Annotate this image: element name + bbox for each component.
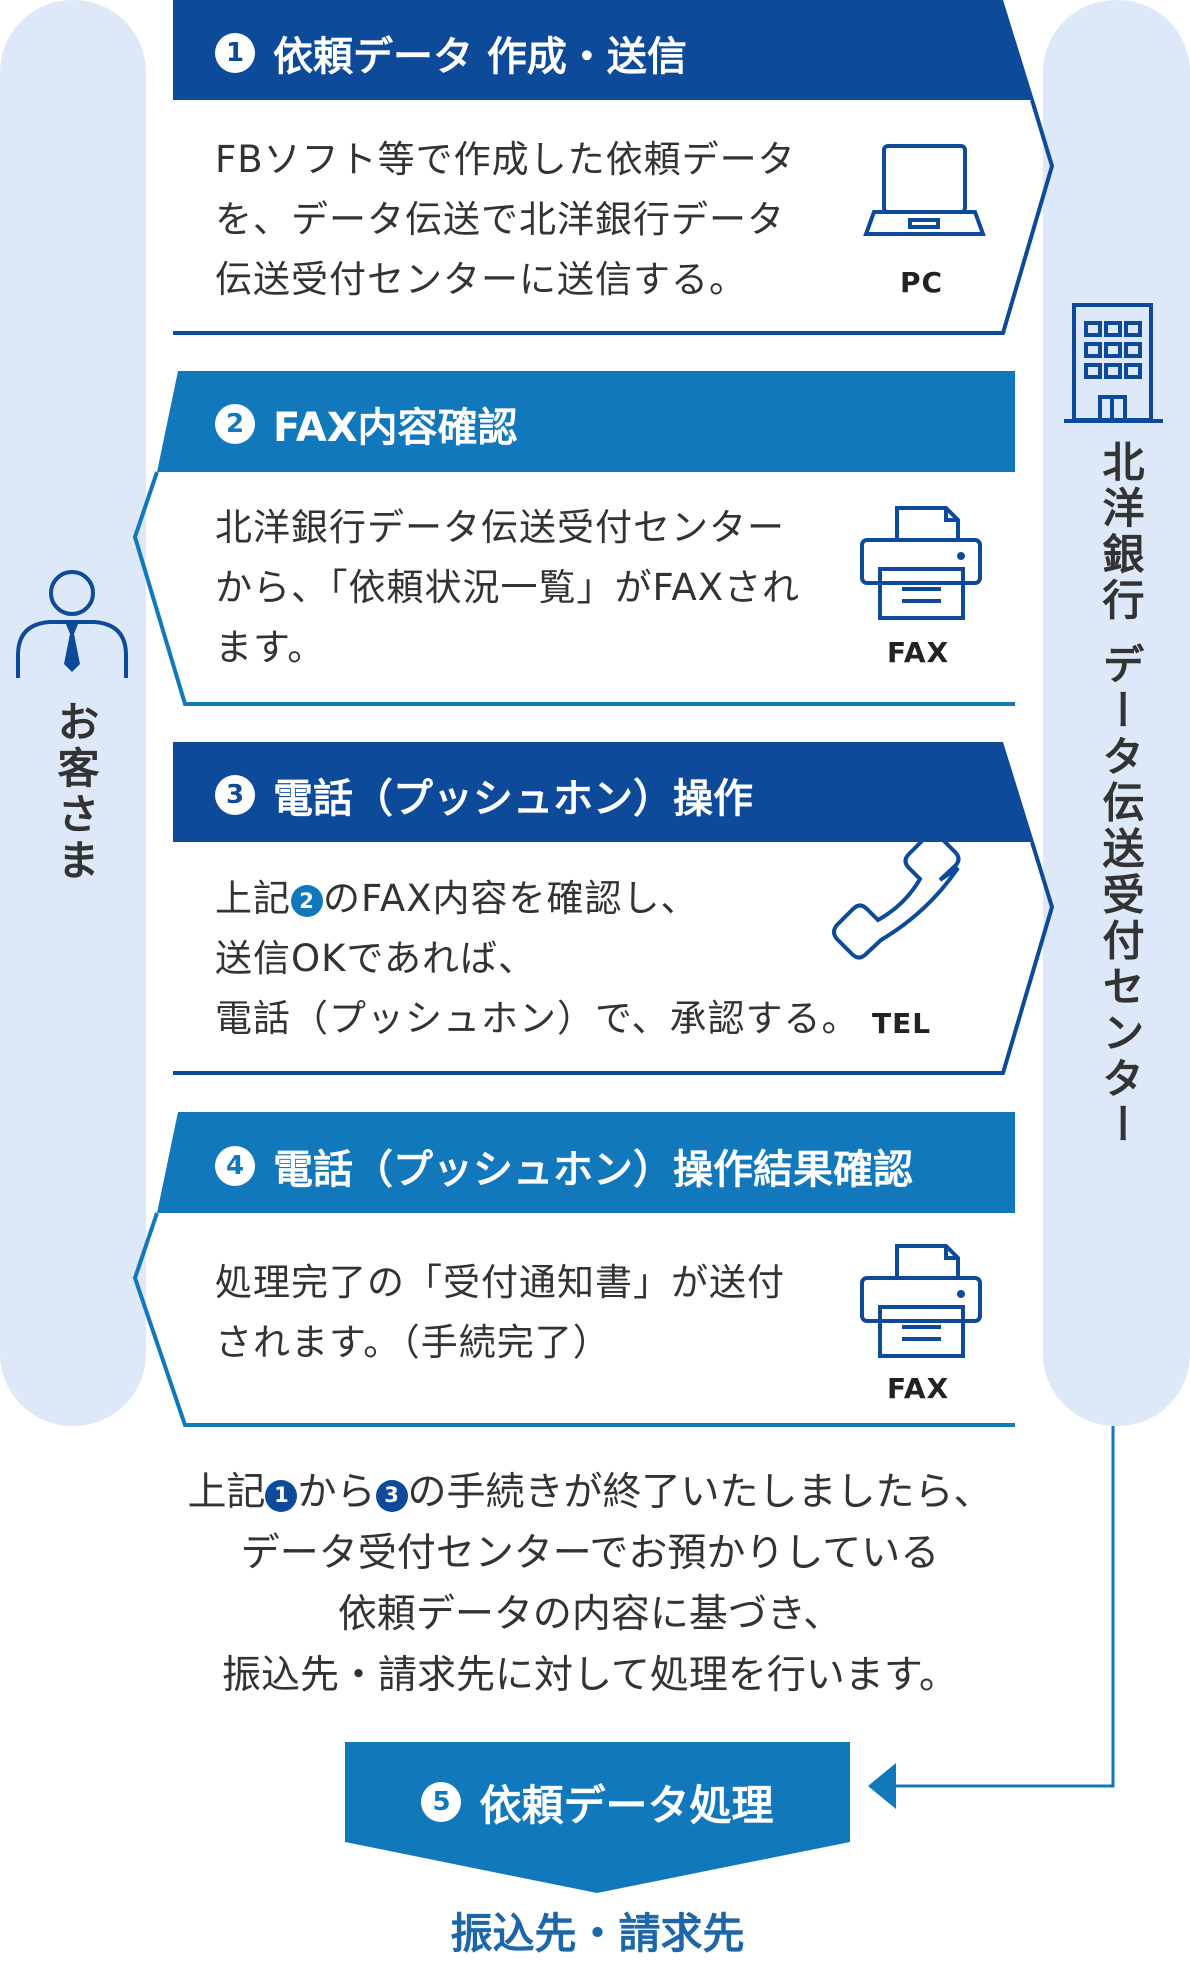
step2-outline bbox=[132, 471, 1015, 706]
customer-panel bbox=[0, 0, 146, 1426]
step4-banner bbox=[157, 1112, 1015, 1213]
step4-title-text: 電話（プッシュホン）操作結果確認 bbox=[273, 1147, 913, 1193]
laptop-icon bbox=[863, 144, 986, 236]
step2-title-text: FAX内容確認 bbox=[273, 405, 518, 451]
step2-body: 北洋銀行データ伝送受付センター から、「依頼状況一覧」がFAXされ ます。 bbox=[215, 498, 800, 678]
summary-line: 振込先・請求先に対して処理を行います。 bbox=[222, 1653, 958, 1698]
step1-number: 1 bbox=[215, 33, 255, 73]
step3-line: 電話（プッシュホン）で、承認する。 bbox=[215, 997, 860, 1040]
step5-banner bbox=[345, 1742, 850, 1893]
step5-title: 5 依頼データ処理 bbox=[345, 1768, 850, 1836]
building-icon bbox=[1064, 303, 1163, 423]
step2-banner bbox=[157, 371, 1015, 472]
step4-number: 4 bbox=[215, 1146, 255, 1186]
step1-line: FBソフト等で作成した依頼データ bbox=[215, 138, 796, 181]
step5-number: 5 bbox=[421, 1782, 462, 1822]
fax-label: FAX bbox=[887, 1372, 950, 1405]
step2-line: から、「依頼状況一覧」がFAXされ bbox=[215, 566, 801, 609]
step2-line: 北洋銀行データ伝送受付センター bbox=[215, 506, 785, 549]
step4-outline bbox=[132, 1212, 1015, 1427]
step1-line: 伝送受付センターに送信する。 bbox=[215, 258, 747, 301]
step1-title: 1 依頼データ 作成・送信 bbox=[215, 30, 687, 80]
summary-line: データ受付センターでお預かりしている bbox=[240, 1531, 940, 1576]
step3-outline bbox=[173, 841, 1055, 1075]
step3-number: 3 bbox=[215, 775, 255, 815]
step5-title-text: 依頼データ処理 bbox=[479, 1780, 774, 1830]
tel-label: TEL bbox=[872, 1007, 932, 1040]
ref-number: 1 bbox=[265, 1479, 298, 1512]
step3-title-text: 電話（プッシュホン）操作 bbox=[273, 776, 753, 822]
fax-icon bbox=[860, 506, 982, 620]
ref-number: 2 bbox=[291, 885, 323, 917]
customer-label: お客さま bbox=[51, 700, 100, 884]
step1-line: を、データ伝送で北洋銀行データ bbox=[215, 198, 785, 241]
center-panel bbox=[1043, 0, 1190, 1426]
step3-line: 送信OKであれば、 bbox=[215, 937, 537, 980]
step2-title: 2 FAX内容確認 bbox=[215, 401, 518, 451]
step2-line: ます。 bbox=[215, 626, 326, 669]
fax-icon bbox=[860, 1244, 982, 1358]
step1-title-text: 依頼データ 作成・送信 bbox=[273, 34, 687, 80]
step4-title: 4 電話（プッシュホン）操作結果確認 bbox=[215, 1143, 913, 1193]
fax-label: FAX bbox=[887, 636, 950, 669]
arrow-left-icon bbox=[868, 1763, 896, 1809]
step4-body: 処理完了の「受付通知書」が送付 されます。（手続完了） bbox=[215, 1253, 785, 1373]
person-icon bbox=[16, 570, 128, 678]
step1-body: FBソフト等で作成した依頼データ を、データ伝送で北洋銀行データ 伝送受付センタ… bbox=[215, 130, 796, 310]
summary-line: 依頼データの内容に基づき、 bbox=[337, 1592, 843, 1637]
target-label: 振込先・請求先 bbox=[450, 1909, 745, 1958]
telephone-icon bbox=[832, 832, 961, 960]
step1-outline bbox=[173, 99, 1055, 335]
center-label: 北洋銀行 データ伝送受付センター bbox=[1096, 440, 1145, 1149]
ref-number: 3 bbox=[375, 1479, 408, 1512]
pc-label: PC bbox=[900, 266, 944, 299]
step1-banner bbox=[173, 0, 1034, 100]
step3-banner bbox=[173, 742, 1034, 842]
center-connector bbox=[895, 1426, 1115, 1788]
step2-number: 2 bbox=[215, 404, 255, 444]
step4-line: されます。（手続完了） bbox=[215, 1321, 611, 1364]
step3-title: 3 電話（プッシュホン）操作 bbox=[215, 772, 753, 822]
step4-line: 処理完了の「受付通知書」が送付 bbox=[215, 1261, 785, 1304]
